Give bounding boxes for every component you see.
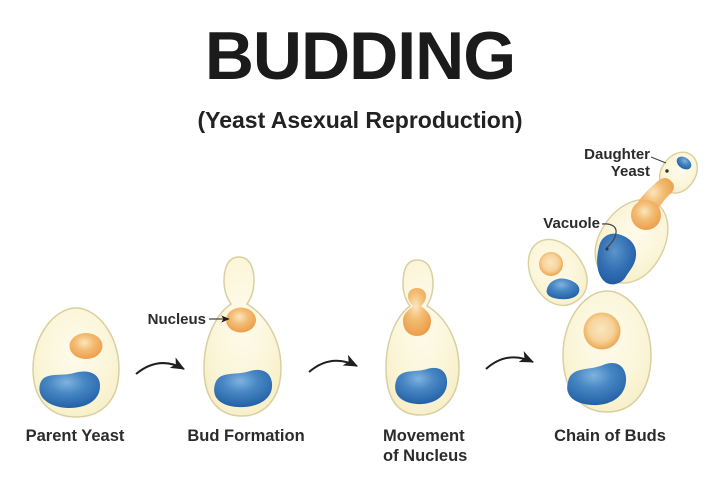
chain-middle-bud-cell [594, 199, 669, 284]
vacuole-organelle [39, 371, 100, 408]
stage-label-chain-of-buds: Chain of Buds [554, 427, 666, 445]
stage-label-parent-yeast: Parent Yeast [25, 427, 125, 445]
curved-arrow-icon [485, 351, 534, 370]
nucleus-organelle [539, 252, 563, 276]
nucleus-callout-label: Nucleus [147, 311, 206, 328]
nucleus-organelle [69, 333, 103, 359]
page-title: BUDDING [204, 18, 516, 94]
stage-label-bud-formation: Bud Formation [187, 427, 305, 445]
migrating-nucleus-organelle [403, 288, 431, 336]
vacuole-organelle [597, 233, 637, 285]
nucleus-organelle [583, 312, 621, 350]
movement-of-nucleus-cell [385, 259, 460, 416]
vacuole-leader-dot [605, 247, 609, 251]
daughter-yeast-leader-dot [665, 169, 669, 173]
curved-arrow-icon [135, 357, 185, 375]
parent-yeast-cell [32, 307, 120, 418]
daughter-yeast-leader-line [650, 156, 667, 164]
vacuole-organelle [676, 156, 692, 170]
daughter-yeast-callout-label: Daughter Yeast [584, 146, 650, 180]
vacuole-organelle [546, 278, 580, 300]
stage-label-movement-of-nucleus: Movement of Nucleus [383, 427, 468, 465]
nucleus-organelle [226, 307, 256, 333]
vacuole-callout-label: Vacuole [543, 215, 600, 232]
curved-arrow-icon [308, 354, 358, 373]
vacuole-leader-line [601, 223, 617, 249]
page-subtitle: (Yeast Asexual Reproduction) [197, 107, 523, 133]
vacuole-organelle [567, 362, 627, 406]
chain-of-buds-group [527, 151, 698, 413]
migrating-nucleus-organelle [631, 200, 661, 230]
bud-formation-cell [203, 256, 282, 417]
vacuole-organelle [214, 369, 273, 408]
vacuole-organelle [395, 367, 448, 405]
